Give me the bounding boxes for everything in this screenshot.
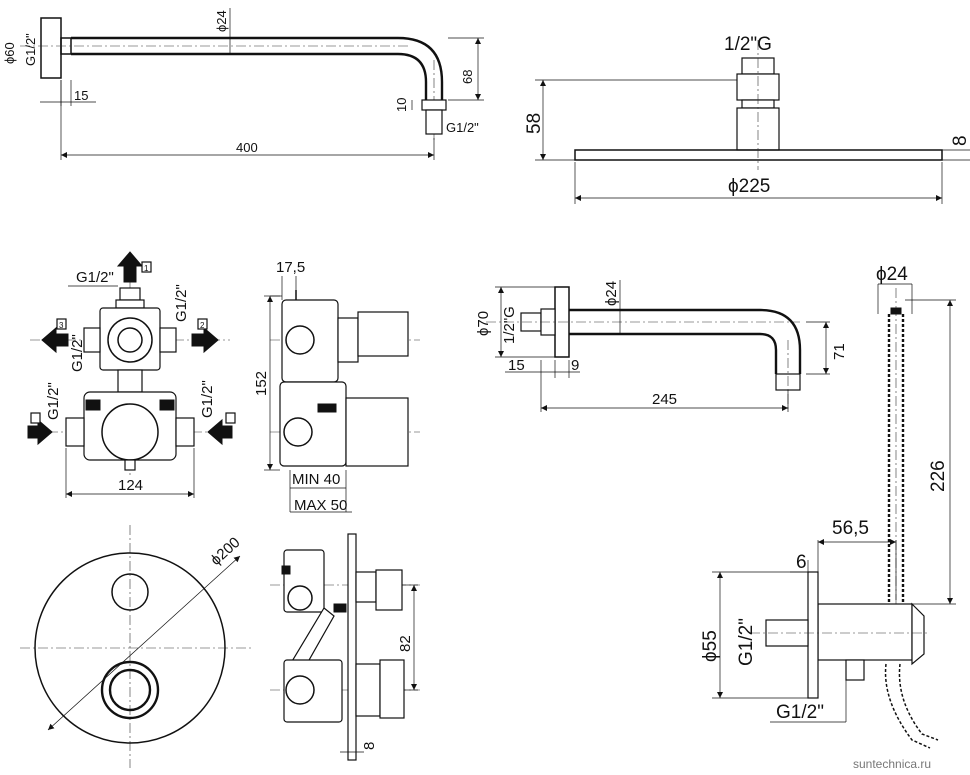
valve-side-upper	[281, 299, 339, 383]
hose-thread-back: G1/2"	[736, 618, 757, 666]
hose-flange-diameter: ϕ55	[700, 630, 721, 662]
cover-plate-diameter: ϕ200	[207, 534, 243, 569]
short-arm-pipe-inner	[569, 332, 778, 374]
arm-wall-flange	[40, 17, 62, 79]
hose-coil	[884, 663, 931, 749]
valve-upper-right-outlet	[159, 327, 177, 353]
valve-thread-upper-left: G1/2"	[69, 334, 86, 372]
flow-arrow-in-right-icon	[207, 418, 233, 446]
svg-text:3: 3	[59, 321, 64, 330]
arm-outlet-thread-label: G1/2"	[446, 120, 479, 135]
valve-top-outlet	[119, 287, 141, 301]
valve-front-view: 1 3 2 G1/2" G1/2" G1/2" G1/2" G1/2" 124	[27, 251, 236, 498]
valve-side-dim-17-5: 17,5	[276, 259, 305, 276]
valve-side-lower-cartridge	[345, 397, 409, 467]
shower-arm-view: ϕ60 G1/2" ϕ24 15 68 10 G1/2" 400	[2, 8, 484, 160]
arm-outlet-thread	[425, 109, 443, 135]
head-diameter: ϕ225	[728, 176, 770, 197]
svg-text:2: 2	[200, 321, 205, 330]
head-thread-label: 1/2"G	[724, 34, 772, 55]
short-arm-thread-label: 1/2"G	[501, 306, 518, 344]
flow-arrow-up-icon	[116, 251, 144, 283]
arm-dim-10: 10	[394, 98, 409, 112]
hose-outlet-flange	[807, 571, 819, 699]
hose-bottom-thread	[845, 659, 865, 681]
valve-side-min: MIN 40	[292, 471, 340, 488]
short-arm-view: ϕ70 1/2"G ϕ24 15 9 71 245	[475, 280, 848, 412]
valve-thread-lower-left: G1/2"	[45, 382, 62, 420]
arm-dim-68: 68	[460, 70, 475, 84]
arm-flange-diameter: ϕ60	[2, 42, 17, 64]
assembled-dim-8: 8	[361, 742, 378, 750]
valve-upper-port	[107, 317, 153, 363]
valve-thread-top: G1/2"	[76, 269, 114, 286]
flow-arrow-left-icon	[41, 326, 69, 354]
watermark: suntechnica.ru	[853, 757, 931, 771]
hose-outlet-view: ϕ24 226 56,5 6 ϕ55 G1/2" G1/2"	[700, 264, 956, 749]
hose-diameter: ϕ24	[876, 264, 908, 285]
valve-thread-lower-right: G1/2"	[199, 380, 216, 418]
short-arm-dim-71: 71	[831, 343, 848, 360]
head-dim-8: 8	[950, 135, 970, 146]
valve-side-lower	[279, 381, 347, 467]
short-arm-dim-9: 9	[571, 357, 579, 374]
cover-plate-view: ϕ200	[20, 525, 252, 768]
short-arm-flange-diameter: ϕ70	[475, 311, 492, 336]
hose-dim-6: 6	[796, 552, 807, 573]
arm-flange-thread: G1/2"	[23, 33, 38, 66]
assembled-dim-82: 82	[397, 635, 414, 652]
valve-thread-upper-right: G1/2"	[173, 284, 190, 322]
hose-thread-bottom: G1/2"	[776, 702, 824, 723]
valve-upper-left-outlet	[83, 327, 101, 353]
arm-dim-400: 400	[236, 140, 258, 155]
short-arm-dim-15: 15	[508, 357, 525, 374]
assembled-cover-plate	[347, 533, 357, 761]
valve-assembled-side-view: 82 8	[270, 533, 420, 761]
port-3-tag	[56, 318, 67, 330]
hose-dim-226: 226	[928, 460, 949, 492]
short-arm-pipe-diameter: ϕ24	[603, 281, 620, 306]
valve-side-max: MAX 50	[294, 497, 347, 514]
valve-width-124: 124	[118, 477, 143, 494]
shower-head-view: 1/2"G 58 8 ϕ225	[524, 34, 970, 204]
valve-side-dim-152: 152	[253, 371, 270, 396]
head-plate	[574, 149, 943, 161]
valve-inlet-right	[175, 417, 195, 447]
arm-dim-15: 15	[74, 88, 88, 103]
valve-side-view: 17,5 152 MIN 40 MAX 50	[253, 259, 420, 514]
valve-side-upper-cartridge	[357, 311, 409, 357]
head-dim-58: 58	[524, 113, 545, 134]
arm-pipe-outer	[71, 36, 444, 100]
short-arm-dim-245: 245	[652, 391, 677, 408]
arm-pipe-diameter: ϕ24	[214, 10, 229, 32]
short-arm-pipe-outer	[569, 308, 802, 374]
valve-inlet-left	[65, 417, 85, 447]
flow-arrow-right-icon	[191, 326, 219, 354]
port-1-tag	[141, 261, 152, 273]
assembled-diverter-knob	[375, 569, 403, 611]
hose-dim-56-5: 56,5	[832, 518, 869, 539]
svg-text:1: 1	[144, 264, 149, 273]
arm-pipe-inner	[71, 52, 428, 100]
flow-arrow-in-left-icon	[27, 418, 53, 446]
assembled-thermostat-handle	[379, 659, 405, 719]
hose-outlet-body	[817, 603, 913, 661]
arm-outlet-nut	[421, 99, 447, 111]
port-2-tag	[197, 318, 208, 330]
